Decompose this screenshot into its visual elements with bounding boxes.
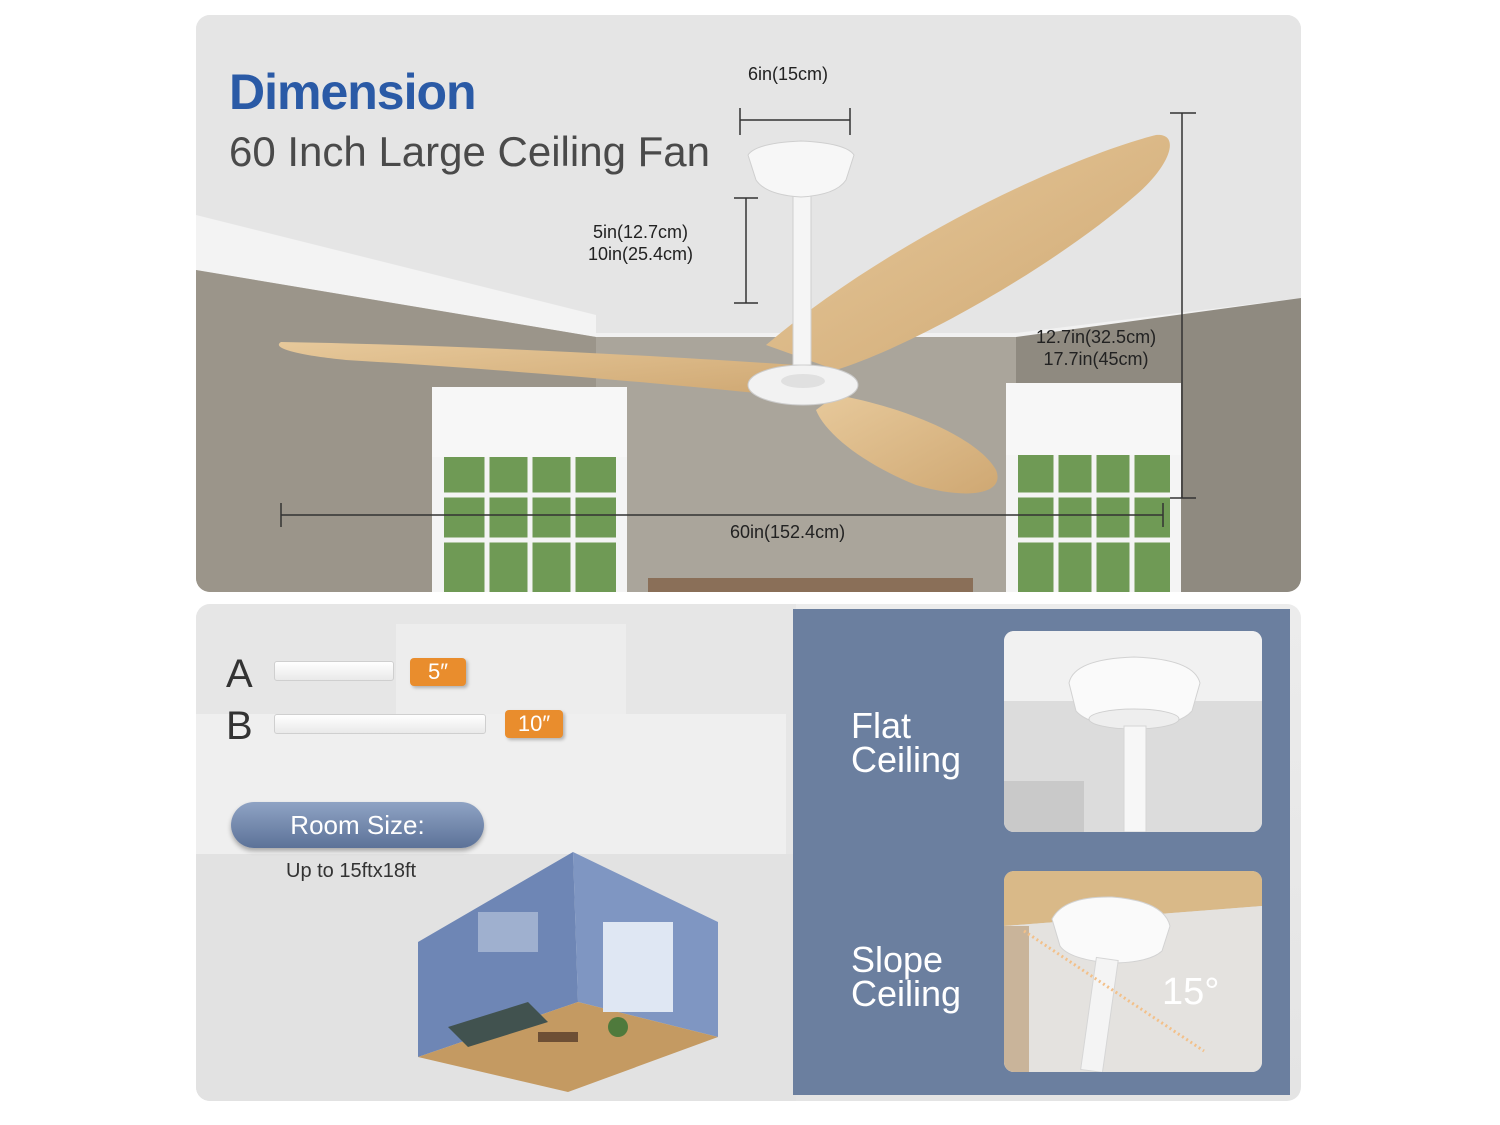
- room-size-pill: Room Size:: [231, 802, 484, 848]
- slope-ceiling-line1: Slope: [851, 939, 944, 980]
- page-title: Dimension: [229, 64, 477, 120]
- downrod-length-line2: 10in(25.4cm): [588, 244, 694, 264]
- ceiling-fan-illustration: [278, 108, 1196, 527]
- isometric-room-illustration: [418, 852, 718, 1092]
- fan-height-line2: 17.7in(45cm): [1043, 349, 1149, 369]
- slope-angle-label: 15°: [1162, 971, 1220, 1013]
- slope-ceiling-photo: 15°: [1004, 871, 1262, 1072]
- fan-blade: [766, 134, 1170, 370]
- downrod-a-bar: [274, 661, 394, 681]
- fan-span-label: 60in(152.4cm): [730, 522, 846, 542]
- downrod-b-length-badge: 10″: [505, 710, 563, 738]
- flat-ceiling-line2: Ceiling: [851, 739, 962, 780]
- room-size-text: Up to 15ftx18ft: [286, 860, 417, 882]
- downrod-b-letter: B: [226, 704, 253, 748]
- fan-blade: [278, 342, 797, 395]
- slope-ceiling-line2: Ceiling: [851, 973, 962, 1014]
- slope-ceiling-label: Slope Ceiling: [851, 939, 962, 1014]
- fan-height-line1: 12.7in(32.5cm): [1036, 327, 1157, 347]
- downrod-length-label: 5in(12.7cm) 10in(25.4cm): [588, 221, 693, 265]
- dimension-panel: Dimension 60 Inch Large Ceiling Fan 6in(…: [196, 15, 1301, 592]
- mounting-options-panel: Flat Ceiling Slope Ceiling: [793, 609, 1290, 1095]
- flat-ceiling-photo: [1004, 631, 1262, 832]
- canopy-width-label: 6in(15cm): [748, 64, 829, 84]
- downrod-b-bar: [274, 714, 486, 734]
- room-background: [196, 15, 1301, 592]
- fan-height-label: 12.7in(32.5cm) 17.7in(45cm): [1036, 326, 1156, 370]
- downrod-a-length-badge: 5″: [410, 658, 466, 686]
- features-panel: A 5″ B 10″ Room Size: Up to 15ftx18ft Fl…: [196, 604, 1301, 1101]
- left-window: [432, 387, 627, 592]
- page-subtitle: 60 Inch Large Ceiling Fan: [229, 128, 710, 175]
- downrod-length-line1: 5in(12.7cm): [593, 222, 689, 242]
- downrod-a-letter: A: [226, 652, 253, 696]
- right-window: [1006, 383, 1181, 592]
- flat-ceiling-line1: Flat: [851, 705, 912, 746]
- flat-ceiling-label: Flat Ceiling: [851, 705, 962, 780]
- fan-canopy: [747, 140, 855, 198]
- fan-blade: [816, 395, 998, 494]
